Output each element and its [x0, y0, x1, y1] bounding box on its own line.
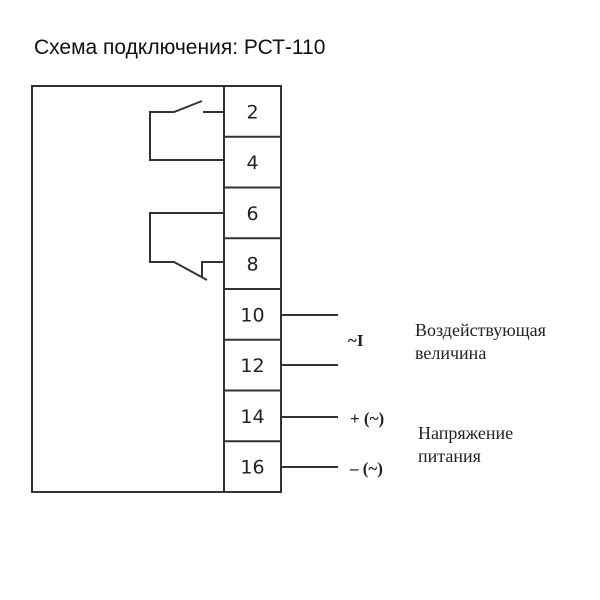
power-plus: + (~) [350, 409, 384, 428]
signal-label-line2: величина [415, 343, 486, 363]
terminal-2: 2 [246, 101, 258, 123]
terminal-8: 8 [246, 254, 258, 276]
signal-label-line1: Воздействующая [415, 320, 546, 340]
terminal-6: 6 [246, 203, 258, 225]
diagram-title: Схема подключения: РСТ-110 [34, 36, 326, 59]
normally-open-contact [149, 100, 224, 161]
power-label-line2: питания [418, 446, 481, 466]
terminal-10: 10 [240, 304, 264, 326]
terminal-16: 16 [240, 457, 264, 479]
power-label-line1: Напряжение [418, 423, 513, 443]
normally-closed-contact [149, 212, 224, 281]
signal-symbol: ~I [348, 331, 364, 350]
terminal-14: 14 [240, 406, 264, 428]
power-minus: – (~) [349, 459, 383, 478]
terminal-4: 4 [246, 152, 258, 174]
terminal-12: 12 [240, 355, 264, 377]
